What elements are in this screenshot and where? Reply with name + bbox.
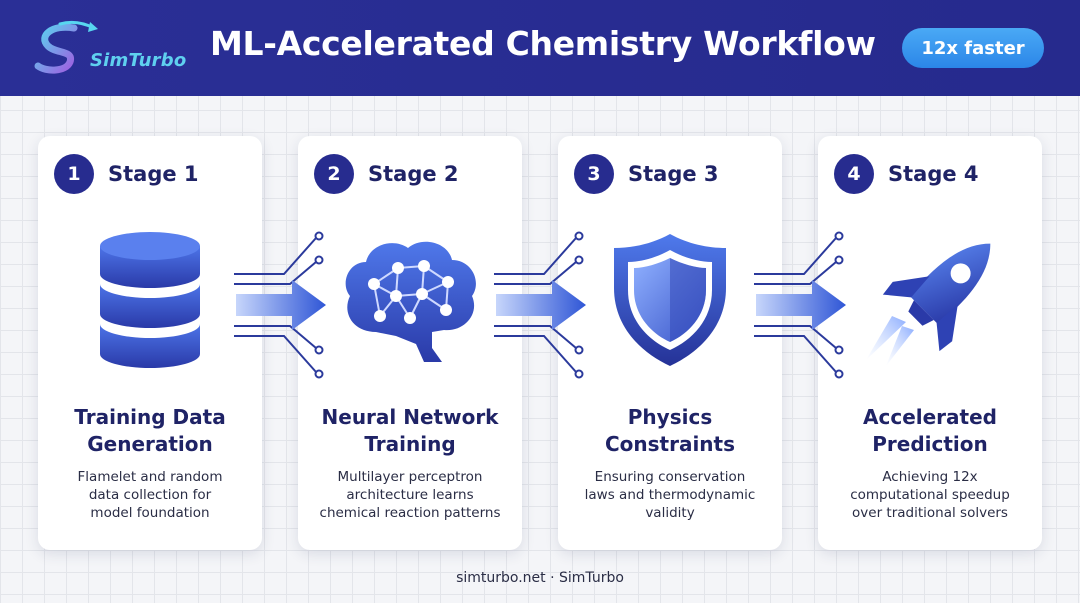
stage-label: Stage 4 — [888, 162, 979, 186]
stage-label: Stage 2 — [368, 162, 459, 186]
logo-swoosh-icon — [34, 20, 98, 74]
stage-title: Neural Network Training — [321, 405, 499, 456]
stage-header: 3 Stage 3 — [574, 154, 719, 194]
database-icon — [38, 222, 262, 372]
stage-label: Stage 1 — [108, 162, 199, 186]
rocket-icon — [818, 222, 1042, 372]
shield-icon — [558, 222, 782, 372]
stage-card-3: 3 Stage 3 Physics Constraints Ensuring c… — [558, 136, 782, 550]
footer-credit: simturbo.net · SimTurbo — [456, 570, 624, 586]
stage-header: 2 Stage 2 — [314, 154, 459, 194]
speedup-badge: 12x faster — [902, 28, 1044, 68]
header-bar: SimTurbo ML-Accelerated Chemistry Workfl… — [0, 0, 1080, 96]
stage-description: Ensuring conservation laws and thermodyn… — [584, 469, 756, 521]
stage-card-4: 4 Stage 4 Accelerated Predicti — [818, 136, 1042, 550]
stage-card-1: 1 Stage 1 Training Data Generation Flame… — [38, 136, 262, 550]
stage-card-2: 2 Stage 2 Neural Network Training — [298, 136, 522, 550]
stage-description: Multilayer perceptron architecture learn… — [319, 469, 501, 521]
stage-description: Achieving 12x computational speedup over… — [850, 469, 1010, 521]
logo-wordmark: SimTurbo — [90, 50, 187, 71]
stage-number-badge: 3 — [574, 154, 614, 194]
stage-description: Flamelet and random data collection for … — [77, 469, 223, 521]
simturbo-logo: SimTurbo — [30, 14, 186, 84]
flow-arrow-1 — [234, 231, 326, 379]
stage-title: Training Data Generation — [74, 405, 226, 456]
stage-number-badge: 2 — [314, 154, 354, 194]
stage-header: 1 Stage 1 — [54, 154, 199, 194]
stage-title: Physics Constraints — [604, 405, 736, 456]
flow-arrow-3 — [754, 231, 846, 379]
page-title: ML-Accelerated Chemistry Workflow — [210, 24, 876, 63]
stage-label: Stage 3 — [628, 162, 719, 186]
stage-title: Accelerated Prediction — [863, 405, 997, 456]
stage-number-badge: 4 — [834, 154, 874, 194]
stage-header: 4 Stage 4 — [834, 154, 979, 194]
flow-arrow-2 — [494, 231, 586, 379]
brain-network-icon — [298, 222, 522, 372]
stage-number-badge: 1 — [54, 154, 94, 194]
